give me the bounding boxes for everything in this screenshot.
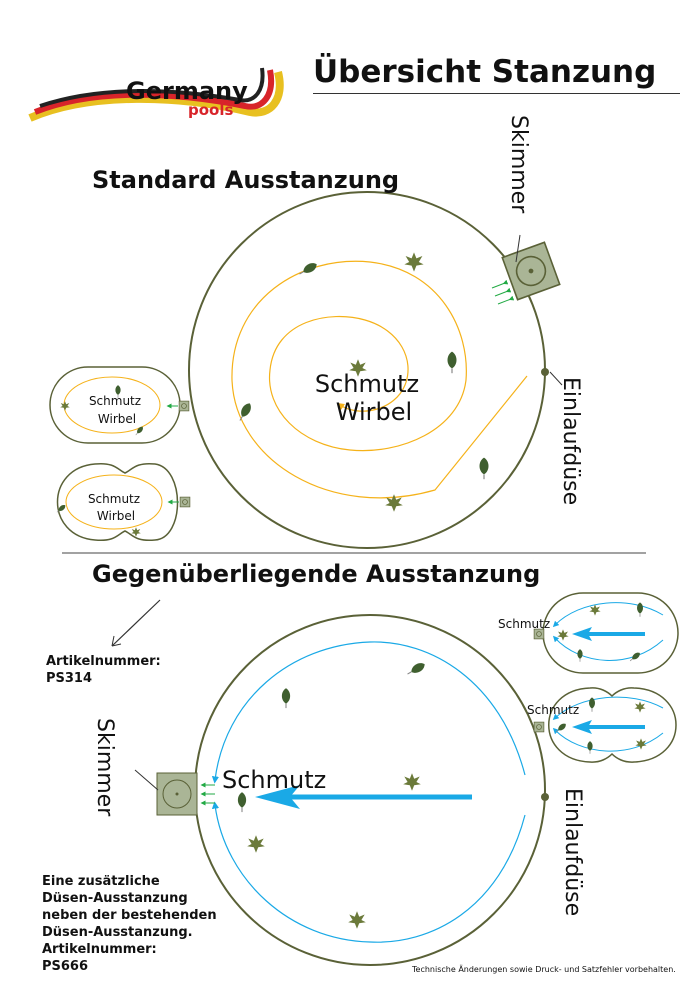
center-label-2: Wirbel [336,398,412,426]
opposite-heading: Gegenüberliegende Ausstanzung [92,560,541,588]
opposite-skimmer-label: Skimmer [92,718,117,817]
note-line: neben der bestehenden [42,908,217,923]
extra-nozzle-note: Eine zusätzliche Düsen-Ausstanzung neben… [42,873,217,975]
skimmer-box [501,241,561,301]
note-line: Artikelnummer: [42,942,157,957]
article-pointer [111,599,161,647]
article-label: Artikelnummer: [46,654,161,669]
small-pool-label: Wirbel [97,509,135,523]
small-pool-label: Wirbel [98,412,136,426]
inlet-nozzle [541,793,549,801]
article-number: PS314 [46,671,93,686]
small-pool-label: Schmutz [88,492,140,506]
footer-disclaimer: Technische Änderungen sowie Druck- und S… [412,965,676,974]
note-line: Düsen-Ausstanzung [42,891,188,906]
small-pool-label: Schmutz [498,617,550,631]
logo-brand: Germany [126,77,248,105]
standard-small-pool-1: Schmutz Wirbel [49,366,190,444]
center-label-1: Schmutz [315,370,419,398]
logo: Germany pools [28,67,284,122]
opposite-small-pool-2: Schmutz [527,687,677,763]
note-line: PS666 [42,959,89,974]
logo-sub: pools [188,101,233,119]
opposite-pool: Schmutz [134,614,549,966]
opposite-inlet-label: Einlaufdüse [560,788,585,917]
swirl-path [231,260,528,499]
small-pool-label: Schmutz [89,394,141,408]
small-pool-label: Schmutz [527,703,579,717]
note-line: Düsen-Ausstanzung. [42,925,193,940]
standard-small-pool-2: Schmutz Wirbel [55,462,191,542]
note-line: Eine zusätzliche [42,874,160,889]
center-label: Schmutz [222,766,326,794]
standard-heading: Standard Ausstanzung [92,166,400,194]
standard-inlet-label: Einlaufdüse [558,377,583,506]
standard-skimmer-label: Skimmer [506,115,531,214]
skimmer-box [156,772,198,816]
opposite-small-pool-1: Schmutz [498,592,679,674]
standard-pool: Schmutz Wirbel [188,191,563,549]
inlet-nozzle [541,368,549,376]
page-title: Übersicht Stanzung [313,54,657,90]
title-underline [313,93,680,94]
